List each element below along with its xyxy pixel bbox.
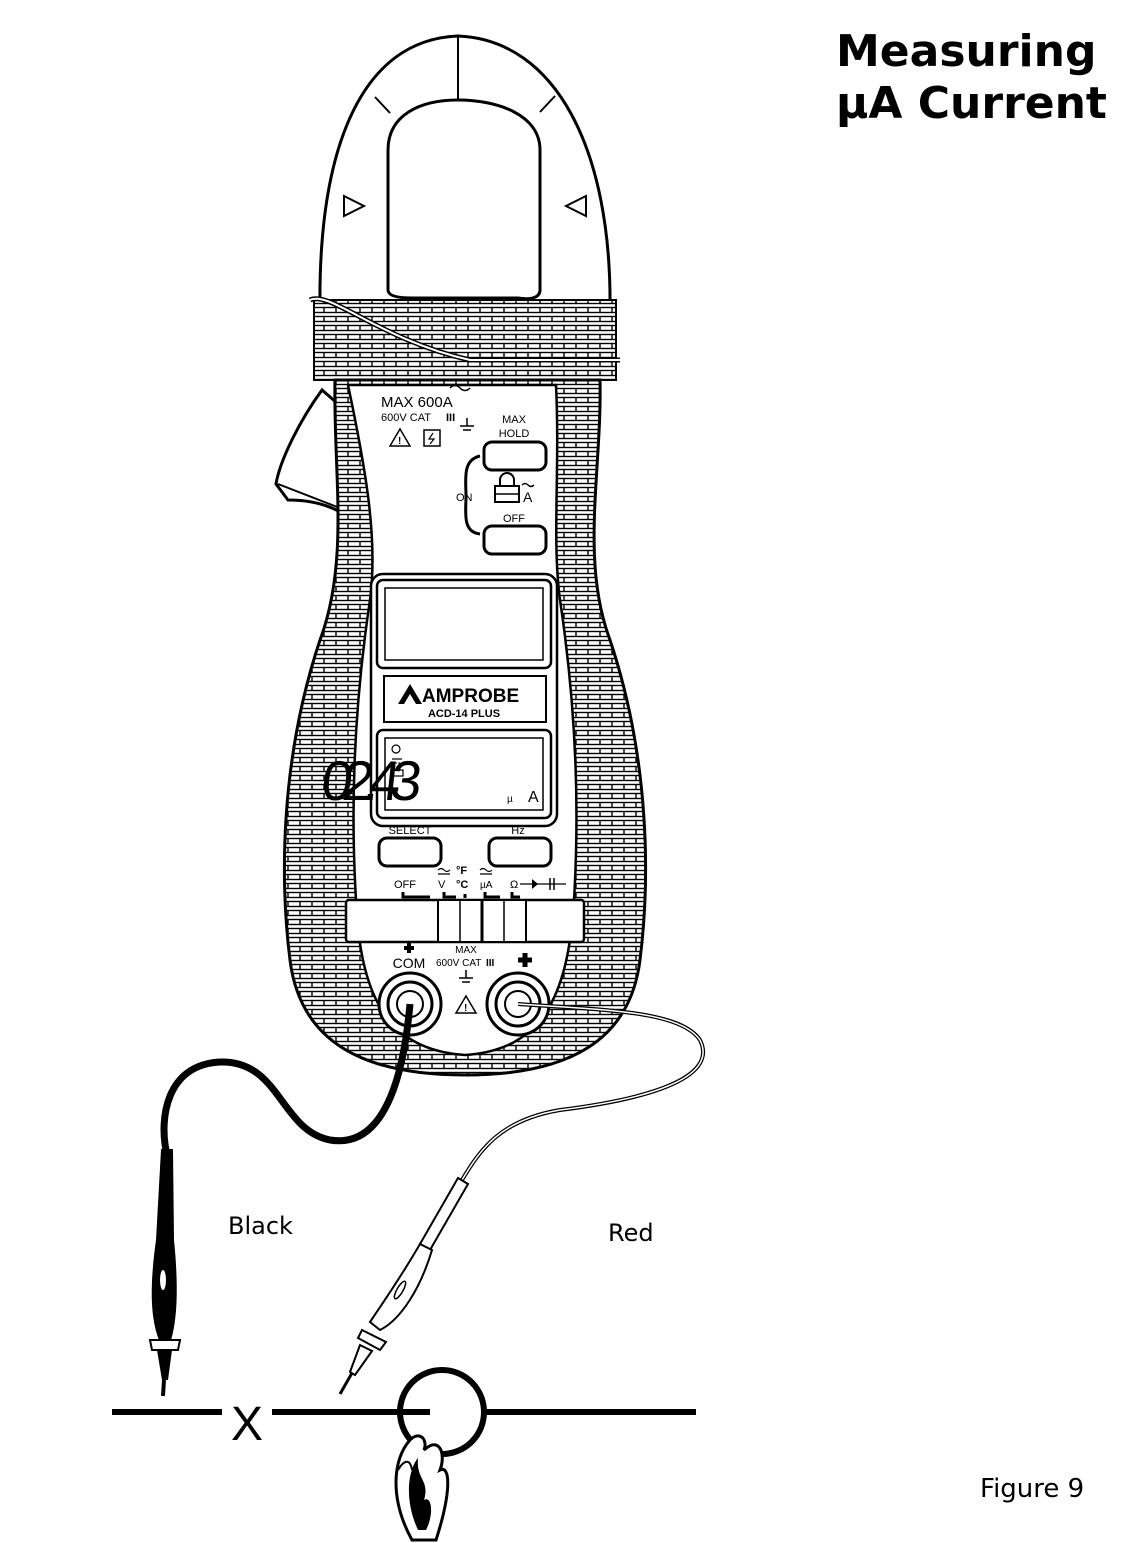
lcd-display — [384, 737, 544, 811]
page-title: Measuring µA Current — [836, 26, 1107, 130]
dial-degc: °C — [456, 879, 468, 891]
cat-numeral: III — [446, 412, 455, 424]
select-button[interactable] — [377, 836, 443, 868]
rotary-switch[interactable] — [344, 898, 586, 944]
max-hold-button[interactable] — [482, 440, 548, 472]
title-line-1: Measuring — [836, 26, 1097, 77]
plus-icon — [518, 953, 532, 967]
auto-off-icon — [391, 744, 401, 754]
black-test-lead — [148, 1003, 414, 1397]
on-label: ON — [456, 492, 473, 504]
model-name: ACD-14 PLUS — [428, 708, 500, 720]
warning-icon: ! — [388, 427, 412, 447]
jack-cat-label: 600V CAT — [436, 958, 481, 969]
select-label: SELECT — [389, 825, 432, 837]
figure-label: Figure 9 — [980, 1474, 1085, 1504]
off-button-label: OFF — [503, 513, 525, 525]
red-test-lead — [338, 1002, 705, 1395]
continuity-diode-capacitance-icon — [520, 878, 566, 890]
off-button[interactable] — [482, 524, 548, 556]
jack-max-label: MAX — [455, 945, 477, 956]
circuit-break-mark: X — [231, 1398, 263, 1451]
jack-warning-icon: ! — [454, 994, 478, 1014]
hz-label: Hz — [511, 825, 524, 837]
flame-icon — [394, 1434, 450, 1542]
dial-ohm: Ω — [510, 879, 518, 891]
battery-icon — [392, 769, 404, 777]
title-line-2: µA Current — [836, 78, 1107, 129]
red-lead-label: Red — [608, 1219, 654, 1247]
max-label: MAX — [502, 414, 527, 426]
com-label: COM — [393, 955, 426, 971]
brand-name: AMPROBE — [422, 686, 519, 707]
lcd-unit-prefix: µ — [507, 794, 513, 805]
ground-icon — [460, 418, 474, 431]
svg-text:!: ! — [398, 436, 401, 447]
jack-ground-icon — [459, 970, 473, 983]
cat-rating: 600V CAT — [381, 412, 431, 424]
amprobe-logo-icon — [398, 684, 422, 704]
dial-v: V — [438, 879, 446, 891]
dial-off: OFF — [394, 879, 416, 891]
lcd-unit: A — [528, 789, 539, 806]
jack-cat-numeral: III — [486, 958, 495, 969]
lcd-reading: 02.43 — [319, 749, 426, 812]
lock-icon — [494, 472, 520, 503]
hz-button[interactable] — [487, 836, 553, 868]
amp-symbol: A — [523, 489, 533, 505]
clamp-jaw — [318, 34, 612, 312]
dial-degf: °F — [456, 865, 467, 877]
neck-ribs — [308, 296, 620, 381]
dial-ua: µA — [480, 880, 493, 891]
circuit: X — [112, 1367, 696, 1457]
svg-text:!: ! — [464, 1003, 467, 1014]
clamp-rating: MAX 600A — [381, 394, 453, 411]
black-lead-label: Black — [228, 1212, 293, 1240]
double-insulation-icon — [423, 429, 441, 447]
hold-label: HOLD — [499, 428, 530, 440]
